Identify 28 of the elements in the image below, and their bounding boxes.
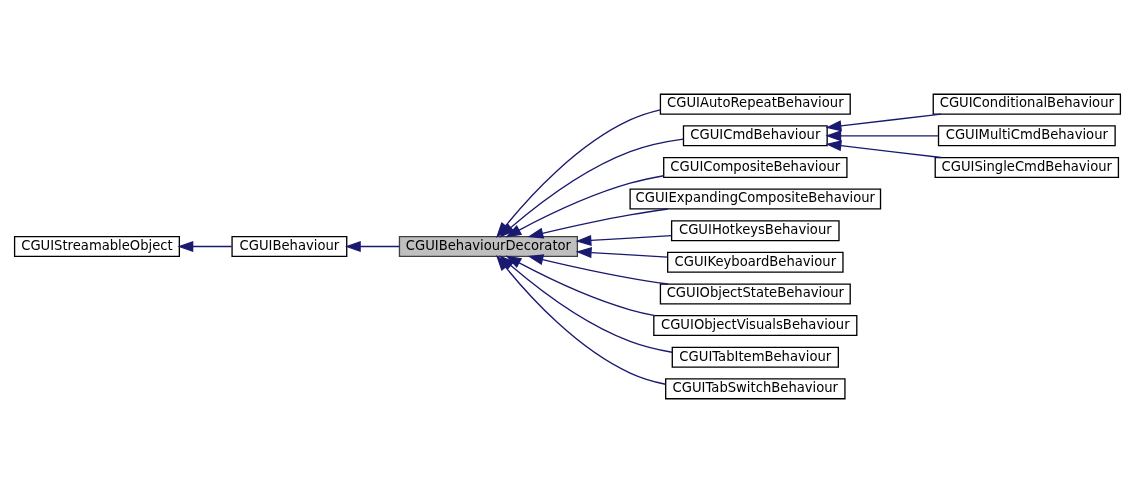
node-box: CGUISingleCmdBehaviour — [934, 156, 1120, 178]
arrow — [505, 175, 665, 238]
arrow — [499, 138, 684, 238]
node-box: CGUIConditionalBehaviour — [932, 93, 1122, 115]
node-box: CGUIMultiCmdBehaviour — [937, 125, 1116, 147]
arrow — [505, 255, 656, 317]
node-box: CGUIBehaviour — [231, 235, 348, 258]
node-box: CGUICmdBehaviour — [682, 125, 828, 147]
node-box: CGUITabSwitchBehaviour — [665, 378, 846, 400]
node-box: CGUIBehaviourDecorator — [398, 235, 579, 258]
node-box: CGUIStreamableObject — [13, 235, 180, 258]
node-box: CGUIKeyboardBehaviour — [667, 251, 844, 273]
arrow — [825, 130, 939, 142]
arrow — [825, 113, 942, 132]
node-box: CGUICompositeBehaviour — [663, 156, 848, 178]
node-box: CGUIAutoRepeatBehaviour — [659, 93, 851, 115]
node-box: CGUIExpandingCompositeBehaviour — [629, 188, 882, 210]
arrow — [527, 254, 669, 285]
arrow — [527, 208, 669, 239]
arrow — [177, 240, 233, 253]
node-box: CGUIObjectStateBehaviour — [659, 283, 851, 305]
arrow — [575, 247, 669, 259]
arrow — [575, 234, 673, 246]
node-box: CGUIHotkeysBehaviour — [670, 220, 840, 242]
node-box: CGUIObjectVisualsBehaviour — [653, 315, 858, 337]
arrow — [825, 140, 942, 159]
node-box: CGUITabItemBehaviour — [671, 346, 839, 368]
arrow — [344, 240, 400, 253]
